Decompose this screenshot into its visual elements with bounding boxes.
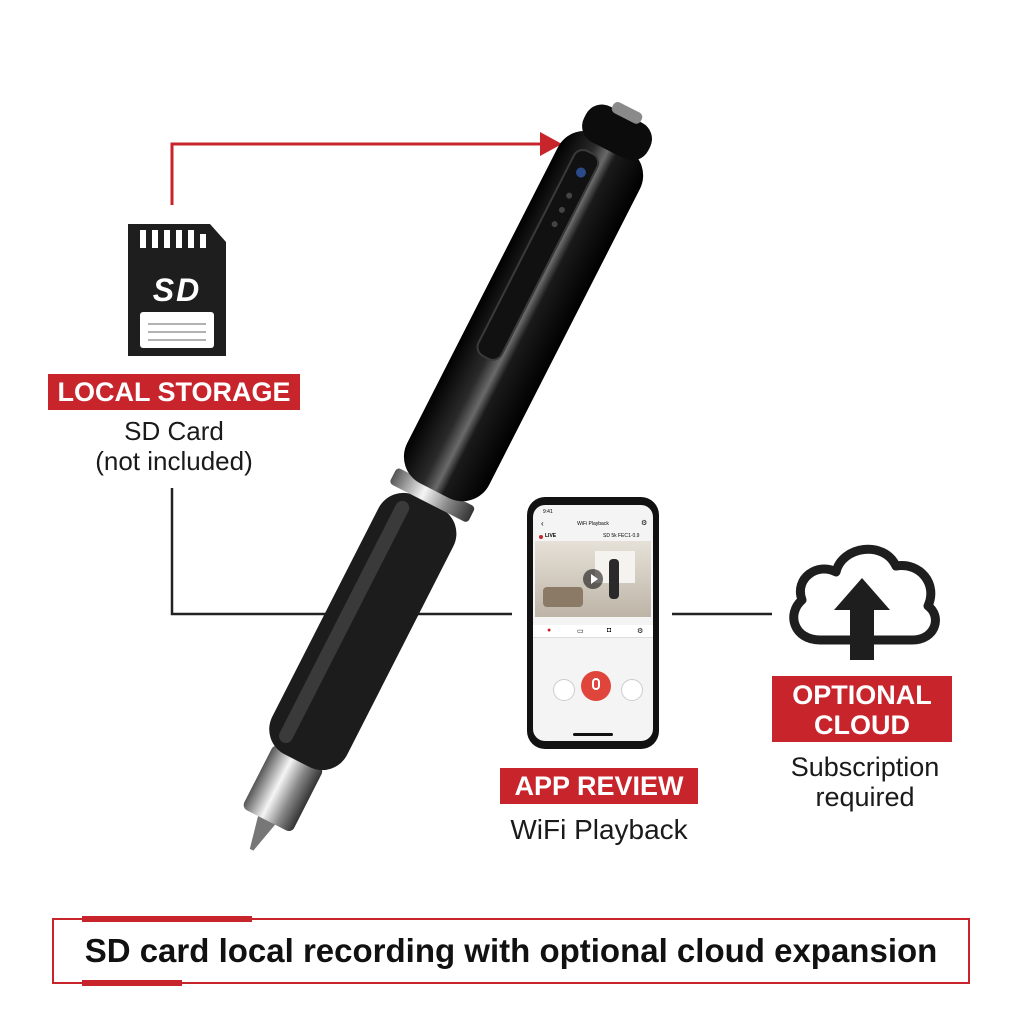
- subscription-note: required: [815, 782, 915, 812]
- banner-accent-top: [82, 916, 252, 922]
- sd-card-caption: SD Card: [124, 416, 224, 446]
- phone-status-time: 9:41: [543, 509, 553, 515]
- home-indicator: [573, 733, 613, 736]
- spy-pen-illustration: [243, 102, 653, 851]
- camera-icon[interactable]: ◘: [607, 627, 612, 634]
- optional-cloud-badge-line1: OPTIONAL: [792, 680, 932, 710]
- live-indicator: [539, 535, 543, 539]
- video-icon[interactable]: ▭: [577, 628, 584, 635]
- summary-text: SD card local recording with optional cl…: [84, 932, 938, 969]
- phone-screen: 9:41 ‹ WiFi Playback ⚙ LIVE SD 5k FEC1·0…: [533, 505, 653, 741]
- sd-card-icon: SD: [122, 220, 230, 360]
- live-label: LIVE: [545, 533, 557, 539]
- cloud-upload-icon: [789, 544, 940, 660]
- settings-icon[interactable]: ⚙: [641, 520, 648, 527]
- sofa: [543, 587, 583, 607]
- stream-info: SD 5k FEC1·0.9: [603, 533, 640, 539]
- record-video-button[interactable]: [621, 679, 643, 701]
- mic-icon: [592, 678, 600, 690]
- sd-card-note: (not included): [95, 446, 253, 476]
- optional-cloud-badge: OPTIONAL CLOUD: [772, 676, 952, 742]
- banner-accent-bottom: [82, 980, 182, 986]
- play-button-icon[interactable]: [583, 569, 603, 589]
- back-icon[interactable]: ‹: [541, 519, 544, 528]
- wifi-playback-caption: WiFi Playback: [510, 814, 688, 845]
- person-figure: [609, 559, 619, 599]
- phone-screen-title: WiFi Playback: [577, 521, 609, 527]
- record-icon[interactable]: ●: [547, 627, 552, 634]
- optional-cloud-badge-line2: CLOUD: [814, 710, 910, 740]
- snapshot-button[interactable]: [553, 679, 575, 701]
- subscription-caption: Subscription: [790, 752, 940, 782]
- video-toolbar: ● ▭ ◘ ⚙: [533, 625, 653, 638]
- mic-button[interactable]: [581, 671, 611, 701]
- live-video-frame[interactable]: [535, 541, 651, 617]
- settings-gear-icon[interactable]: ⚙: [637, 628, 644, 635]
- sd-logo-text: SD: [152, 272, 202, 308]
- app-review-badge: APP REVIEW: [500, 768, 698, 804]
- local-storage-badge: LOCAL STORAGE: [48, 374, 300, 410]
- smartphone: 9:41 ‹ WiFi Playback ⚙ LIVE SD 5k FEC1·0…: [527, 497, 659, 749]
- summary-banner: SD card local recording with optional cl…: [52, 916, 970, 986]
